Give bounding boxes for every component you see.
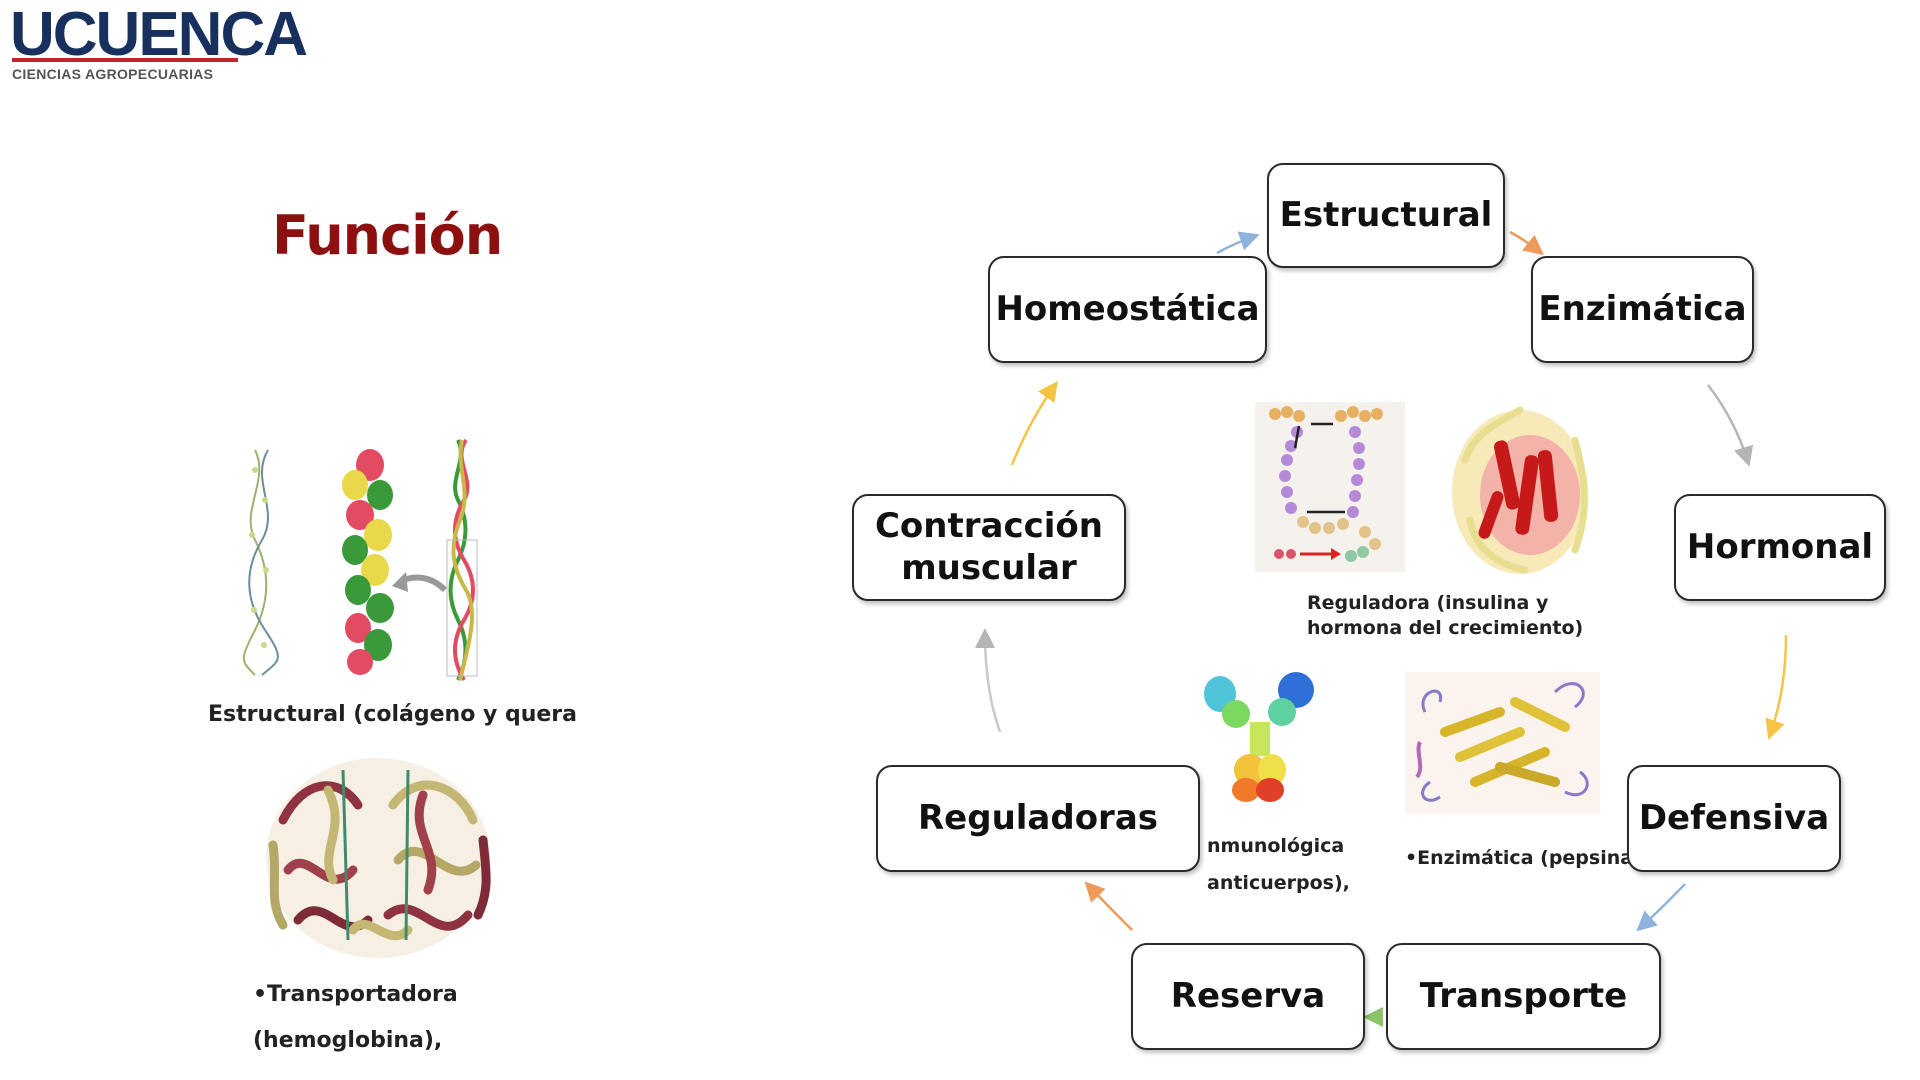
antibody-image xyxy=(1204,672,1314,802)
slide-title: Función xyxy=(272,204,503,267)
arrow-reserva-reguladoras xyxy=(1084,881,1133,931)
collagen-helix-image xyxy=(242,438,478,682)
function-box-reguladoras: Reguladoras xyxy=(876,765,1200,872)
function-box-homeostatica: Homeostática xyxy=(988,256,1267,363)
growth-hormone-image xyxy=(1452,406,1588,574)
enzymatic-caption: •Enzimática (pepsina) xyxy=(1405,847,1642,869)
university-logo: UCUENCA xyxy=(10,0,308,69)
contraccion-line2: muscular xyxy=(901,547,1077,588)
regulatory-caption-line1: Reguladora (insulina y xyxy=(1307,592,1549,614)
structural-caption: Estructural (colágeno y quera xyxy=(208,702,577,727)
immunologic-caption-line2: anticuerpos), xyxy=(1207,872,1350,894)
transport-caption-line1: •Transportadora xyxy=(253,982,458,1007)
arrow-contraccion-homeostatica xyxy=(1010,380,1058,466)
transport-caption-line2: (hemoglobina), xyxy=(253,1028,443,1053)
arrow-estructural-enzimatica xyxy=(1509,230,1544,256)
function-box-defensiva: Defensiva xyxy=(1627,765,1841,872)
arrow-enzimatica-hormonal xyxy=(1707,384,1754,467)
pepsin-image xyxy=(1405,672,1600,814)
logo-underline xyxy=(12,58,238,62)
arrow-reguladoras-contraccion xyxy=(975,628,1002,733)
regulatory-caption-line2: hormona del crecimiento) xyxy=(1307,617,1584,639)
function-box-contraccion-muscular: Contracción muscular xyxy=(852,494,1126,601)
contraccion-line1: Contracción xyxy=(874,506,1103,547)
arrow-hormonal-defensiva xyxy=(1765,634,1788,740)
immunologic-caption-line1: nmunológica xyxy=(1207,835,1345,857)
arrow-defensiva-transporte xyxy=(1636,883,1686,932)
hemoglobin-image xyxy=(266,758,491,958)
function-box-reserva: Reserva xyxy=(1131,943,1365,1050)
function-box-hormonal: Hormonal xyxy=(1674,494,1886,601)
function-box-transporte: Transporte xyxy=(1386,943,1661,1050)
function-box-enzimatica: Enzimática xyxy=(1531,256,1754,363)
function-box-estructural: Estructural xyxy=(1267,163,1505,268)
insulin-diagram-image xyxy=(1255,402,1405,572)
logo-subtitle: CIENCIAS AGROPECUARIAS xyxy=(12,66,214,82)
arrow-homeostatica-estructural xyxy=(1216,231,1260,255)
